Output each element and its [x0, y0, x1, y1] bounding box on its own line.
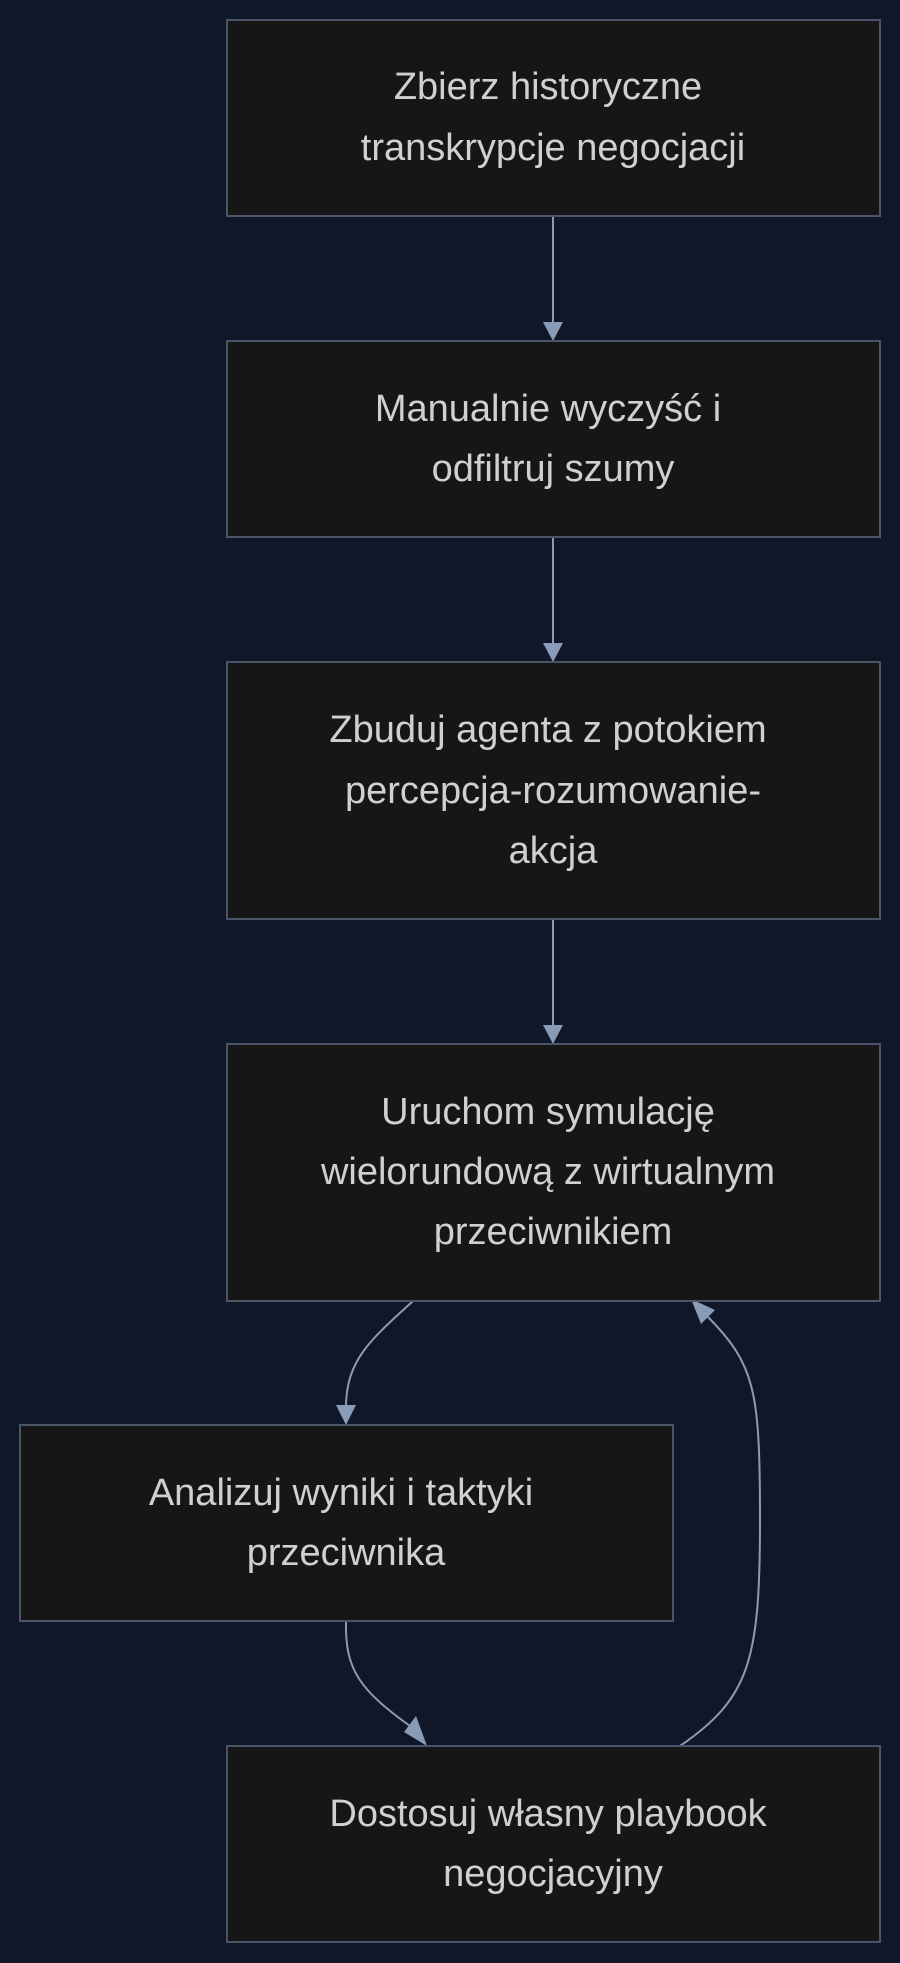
- node-label-line: wielorundową z wirtualnym: [320, 1151, 775, 1193]
- node-label-line: Analizuj wyniki i taktyki: [149, 1472, 533, 1514]
- node-label-line: odfiltruj szumy: [432, 448, 675, 490]
- node-box: [226, 661, 881, 920]
- arrowhead-clean-to-build: [543, 643, 563, 662]
- node-adjust: Dostosuj własny playbook negocjacyjny: [226, 1745, 881, 1943]
- node-label-line: transkrypcje negocjacji: [361, 127, 745, 169]
- node-label-line: percepcja-rozumowanie-: [345, 770, 761, 812]
- node-label-line: przeciwnika: [247, 1532, 446, 1574]
- node-clean: Manualnie wyczyść i odfiltruj szumy: [226, 340, 881, 538]
- node-box: [226, 1745, 881, 1943]
- node-simulate: Uruchom symulację wielorundową z wirtual…: [226, 1043, 881, 1302]
- node-box: [226, 19, 881, 217]
- arrowhead-adjust-to-simulate: [691, 1299, 715, 1324]
- node-label-line: Manualnie wyczyść i: [375, 388, 721, 430]
- edges: [336, 216, 762, 1747]
- node-label-line: Zbuduj agenta z potokiem: [329, 709, 766, 751]
- node-build: Zbuduj agenta z potokiem percepcja-rozum…: [226, 661, 881, 920]
- arrowhead-simulate-to-analyze: [336, 1405, 356, 1425]
- node-box: [19, 1424, 674, 1622]
- node-box: [226, 1043, 881, 1302]
- node-label-line: Uruchom symulację: [381, 1091, 715, 1133]
- edge-analyze-to-adjust: [344, 1621, 411, 1727]
- arrowhead-build-to-simulate: [543, 1025, 563, 1044]
- edge-adjust-to-simulate: [679, 1316, 762, 1747]
- edge-simulate-to-analyze: [345, 1300, 414, 1406]
- node-analyze: Analizuj wyniki i taktyki przeciwnika: [19, 1424, 674, 1622]
- node-label-line: Zbierz historyczne: [394, 66, 702, 108]
- node-label-line: akcja: [509, 830, 599, 872]
- node-box: [226, 340, 881, 538]
- arrowhead-analyze-to-adjust: [404, 1716, 427, 1746]
- node-collect: Zbierz historyczne transkrypcje negocjac…: [226, 19, 881, 217]
- node-label-line: negocjacyjny: [443, 1853, 663, 1895]
- arrowhead-collect-to-clean: [543, 322, 563, 341]
- node-label-line: Dostosuj własny playbook: [329, 1793, 767, 1835]
- node-label-line: przeciwnikiem: [434, 1211, 673, 1253]
